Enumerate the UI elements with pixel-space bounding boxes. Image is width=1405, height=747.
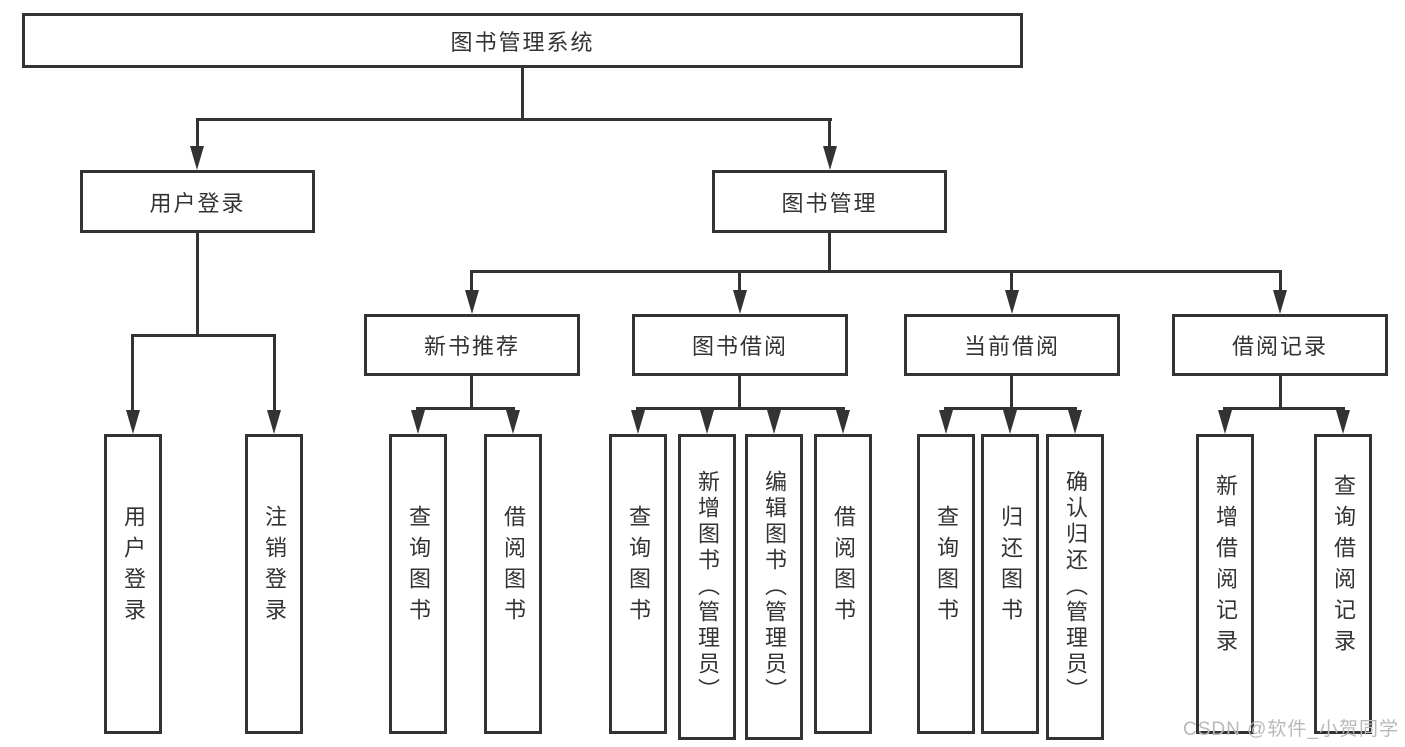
arrow-down-icon — [1005, 290, 1019, 314]
leaf-edit-book-admin-label: 编辑图书（管理员） — [762, 470, 787, 704]
connector-drop — [273, 334, 276, 414]
arrow-down-icon — [1336, 410, 1350, 434]
connector-drop — [1279, 270, 1282, 294]
connector-drop — [470, 270, 473, 294]
arrow-down-icon — [823, 146, 837, 170]
connector-new-book-branch — [416, 407, 515, 410]
node-new-book-recommend-label: 新书推荐 — [423, 334, 520, 359]
arrow-down-icon — [631, 410, 645, 434]
node-current-borrow-label: 当前借阅 — [963, 334, 1060, 359]
connector-user-login-stem — [196, 230, 199, 336]
node-root: 图书管理系统 — [22, 13, 1023, 68]
node-user-login-label: 用户登录 — [149, 190, 246, 216]
leaf-borrow-books-recommend: 借阅图书 — [484, 434, 542, 734]
arrow-down-icon — [126, 410, 140, 434]
arrow-down-icon — [506, 410, 520, 434]
connector-drop — [1010, 270, 1013, 294]
leaf-confirm-return-admin: 确认归还（管理员） — [1046, 434, 1104, 740]
arrow-down-icon — [411, 410, 425, 434]
leaf-user-login: 用户登录 — [104, 434, 162, 734]
node-borrow-records-label: 借阅记录 — [1231, 334, 1328, 359]
leaf-return-book: 归还图书 — [981, 434, 1039, 734]
node-book-borrow-label: 图书借阅 — [691, 334, 788, 359]
arrow-down-icon — [465, 290, 479, 314]
node-book-management: 图书管理 — [712, 170, 947, 233]
connector-level3-branch — [470, 270, 1282, 273]
connector-current-borrow-branch — [944, 407, 1077, 410]
arrow-down-icon — [700, 410, 714, 434]
arrow-down-icon — [767, 410, 781, 434]
connector-records-stem — [1279, 374, 1282, 410]
node-book-management-label: 图书管理 — [781, 190, 878, 216]
leaf-query-books-borrow-label: 查询图书 — [626, 505, 651, 629]
connector-root-stem — [521, 66, 524, 120]
leaf-borrow-books-label: 借阅图书 — [831, 505, 856, 629]
connector-book-mgmt-drop — [828, 118, 831, 150]
connector-book-borrow-stem — [738, 374, 741, 410]
arrow-down-icon — [190, 146, 204, 170]
arrow-down-icon — [733, 290, 747, 314]
node-borrow-records: 借阅记录 — [1172, 314, 1388, 376]
leaf-confirm-return-admin-label: 确认归还（管理员） — [1063, 470, 1088, 704]
connector-records-branch — [1223, 407, 1345, 410]
leaf-add-book-admin-label: 新增图书（管理员） — [695, 470, 720, 704]
leaf-borrow-books-recommend-label: 借阅图书 — [501, 505, 526, 629]
connector-level2-branch — [196, 118, 832, 121]
node-book-borrow: 图书借阅 — [632, 314, 848, 376]
connector-drop — [738, 270, 741, 294]
leaf-return-book-label: 归还图书 — [998, 505, 1023, 629]
connector-book-borrow-branch — [636, 407, 845, 410]
connector-book-mgmt-stem — [828, 230, 831, 272]
arrow-down-icon — [1003, 410, 1017, 434]
node-user-login: 用户登录 — [80, 170, 315, 233]
leaf-edit-book-admin: 编辑图书（管理员） — [745, 434, 803, 740]
arrow-down-icon — [836, 410, 850, 434]
leaf-query-books-borrow: 查询图书 — [609, 434, 667, 734]
connector-user-login-drop — [196, 118, 199, 150]
leaf-logout-label: 注销登录 — [262, 505, 287, 629]
arrow-down-icon — [267, 410, 281, 434]
connector-user-login-branch — [131, 334, 276, 337]
node-root-label: 图书管理系统 — [450, 29, 595, 55]
leaf-user-login-label: 用户登录 — [121, 505, 146, 629]
leaf-borrow-books: 借阅图书 — [814, 434, 872, 734]
arrow-down-icon — [939, 410, 953, 434]
leaf-add-borrow-record: 新增借阅记录 — [1196, 434, 1254, 734]
node-new-book-recommend: 新书推荐 — [364, 314, 580, 376]
leaf-query-books-recommend-label: 查询图书 — [406, 505, 431, 629]
leaf-query-books-current: 查询图书 — [917, 434, 975, 734]
leaf-logout: 注销登录 — [245, 434, 303, 734]
arrow-down-icon — [1068, 410, 1082, 434]
leaf-add-borrow-record-label: 新增借阅记录 — [1213, 474, 1238, 660]
connector-new-book-stem — [470, 374, 473, 410]
leaf-query-borrow-record-label: 查询借阅记录 — [1331, 474, 1356, 660]
leaf-query-books-current-label: 查询图书 — [934, 505, 959, 629]
node-current-borrow: 当前借阅 — [904, 314, 1120, 376]
arrow-down-icon — [1218, 410, 1232, 434]
connector-current-borrow-stem — [1010, 374, 1013, 410]
leaf-add-book-admin: 新增图书（管理员） — [678, 434, 736, 740]
arrow-down-icon — [1273, 290, 1287, 314]
leaf-query-books-recommend: 查询图书 — [389, 434, 447, 734]
csdn-watermark: CSDN @软件_小贺同学 — [1183, 719, 1399, 740]
connector-drop — [131, 334, 134, 414]
leaf-query-borrow-record: 查询借阅记录 — [1314, 434, 1372, 734]
